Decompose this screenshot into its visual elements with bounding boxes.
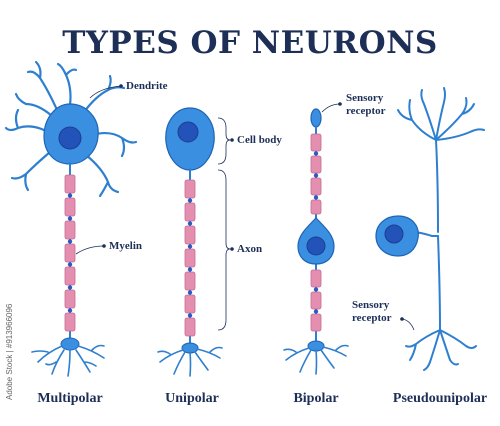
svg-text:Sensory: Sensory xyxy=(352,299,390,311)
svg-text:Myelin: Myelin xyxy=(109,240,142,252)
bipolar-myelin-lower xyxy=(310,269,322,332)
multipolar-dendrites xyxy=(4,60,138,198)
unipolar-nucleus xyxy=(177,121,199,143)
svg-text:receptor: receptor xyxy=(346,105,386,117)
svg-text:Cell body: Cell body xyxy=(237,134,282,146)
svg-text:receptor: receptor xyxy=(352,312,392,324)
svg-text:Dendrite: Dendrite xyxy=(126,80,168,92)
type-label-multipolar: Multipolar xyxy=(37,391,102,406)
type-label-unipolar: Unipolar xyxy=(165,391,219,406)
pseudounipolar-lower-branches xyxy=(405,235,477,371)
svg-text:Sensory: Sensory xyxy=(346,92,384,104)
label-myelin: Myelin xyxy=(75,240,142,255)
bipolar-sensory-receptor xyxy=(310,108,322,128)
pseudounipolar-nucleus xyxy=(384,224,404,244)
multipolar-myelin xyxy=(64,174,76,332)
label-sensory-receptor-top: Sensory receptor xyxy=(321,92,386,117)
diagram-title: TYPES OF NEURONS xyxy=(62,25,438,61)
multipolar-nucleus xyxy=(58,126,82,150)
bipolar-myelin-upper xyxy=(310,133,322,215)
label-dendrite: Dendrite xyxy=(89,80,168,99)
unipolar-neuron xyxy=(157,107,223,377)
multipolar-neuron xyxy=(4,60,138,377)
pseudounipolar-upper-dendrites xyxy=(397,87,485,233)
unipolar-terminals xyxy=(157,342,223,377)
label-cell-body: Cell body xyxy=(217,117,282,165)
type-label-pseudounipolar: Pseudounipolar xyxy=(393,391,487,406)
unipolar-myelin xyxy=(184,179,196,337)
bipolar-nucleus xyxy=(306,236,326,256)
label-sensory-receptor-bottom: Sensory receptor xyxy=(352,299,415,331)
multipolar-terminals xyxy=(31,337,105,377)
pseudounipolar-neuron xyxy=(375,87,485,371)
bipolar-terminals xyxy=(283,340,349,375)
type-label-bipolar: Bipolar xyxy=(293,391,338,406)
label-axon: Axon xyxy=(217,169,262,331)
bipolar-neuron xyxy=(283,108,349,375)
stock-id: Adobe Stock | #913966096 xyxy=(5,303,14,400)
svg-text:Axon: Axon xyxy=(237,243,262,255)
